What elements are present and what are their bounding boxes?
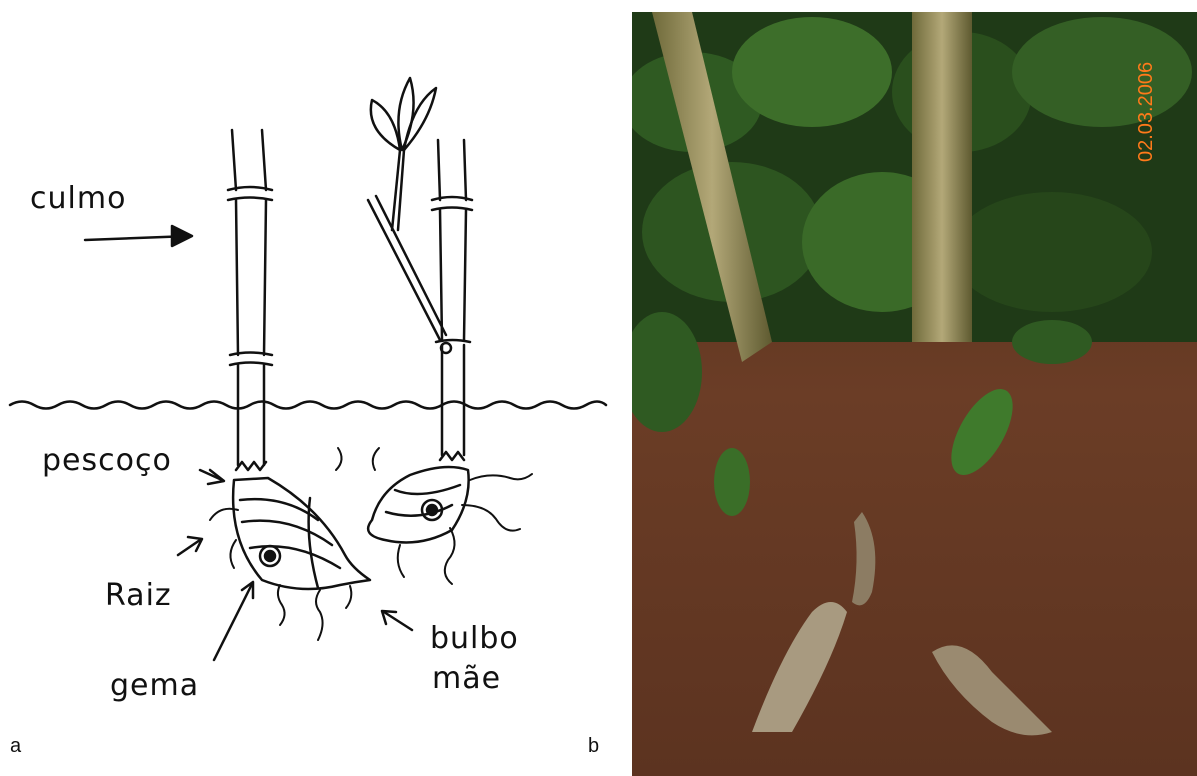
label-mae: mãe — [432, 661, 501, 696]
bamboo-rhizome-diagram: culmo pescoço Raiz gema bulbo mãe — [0, 0, 630, 776]
panel-letter-b: b — [588, 735, 599, 758]
mother-bulb — [233, 478, 370, 589]
panel-letter-a: a — [10, 735, 21, 758]
left-culm — [228, 130, 272, 470]
rhizome-photograph: 02.03.2006 — [632, 12, 1197, 776]
daughter-bulb — [368, 467, 469, 543]
label-bulbo: bulbo — [430, 621, 519, 656]
label-raiz: Raiz — [105, 578, 172, 613]
roots — [210, 448, 532, 640]
ground-line — [10, 402, 606, 409]
label-gema: gema — [110, 668, 199, 703]
bamboo-stem-center — [912, 12, 972, 342]
date-stamp: 02.03.2006 — [1135, 62, 1157, 162]
label-pescoco: pescoço — [42, 443, 172, 478]
right-culm — [432, 140, 472, 460]
label-culmo: culmo — [30, 181, 126, 216]
